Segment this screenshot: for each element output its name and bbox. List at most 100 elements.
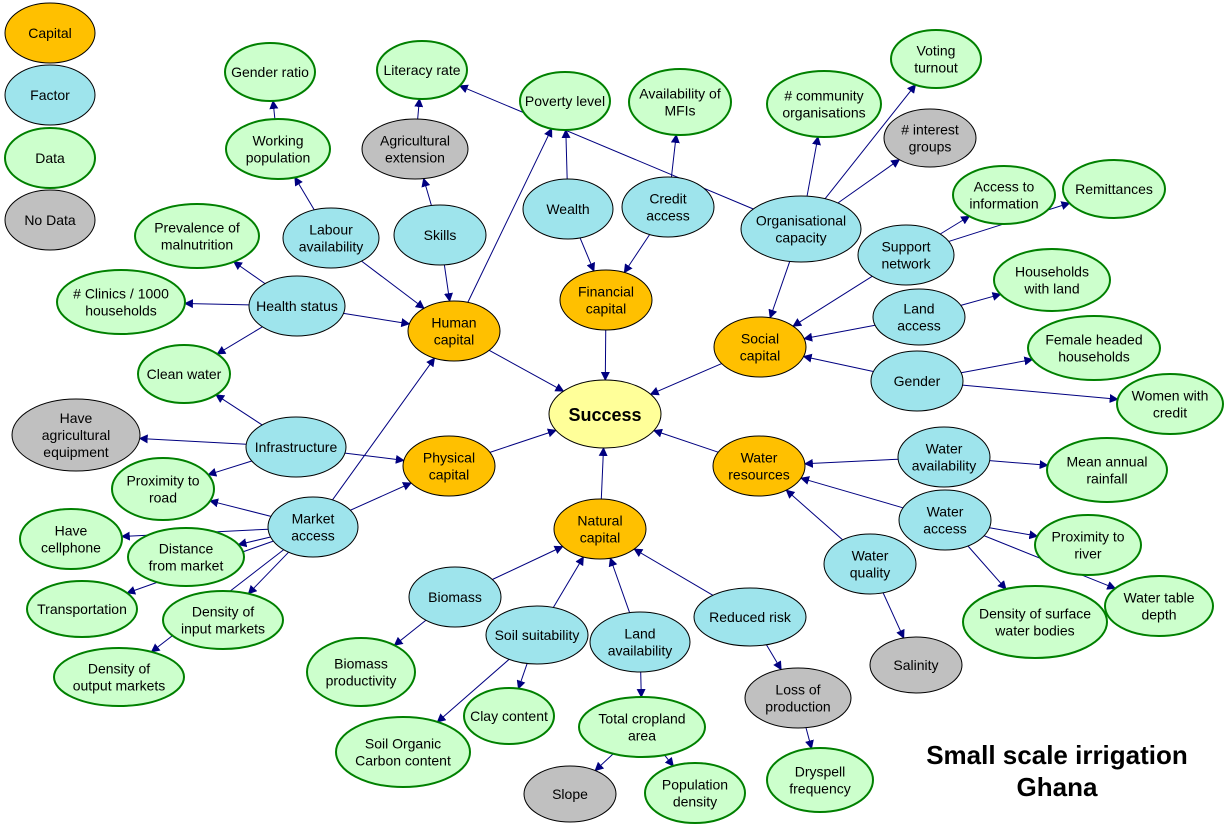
- edge-soil-suit-to-natural: [552, 556, 584, 608]
- node-transport: Transportation: [26, 580, 138, 638]
- node-market-label-line-1: Market: [292, 511, 335, 527]
- node-malnutrition-label-line-2: malnutrition: [161, 237, 233, 253]
- edge-water-to-success: [652, 428, 719, 453]
- node-credit-label-line-1: Credit: [649, 191, 686, 207]
- node-women-credit-shape: [1116, 373, 1224, 435]
- node-surface-water-label-line-1: Density of surface: [979, 606, 1091, 622]
- node-infrastructure: Infrastructure: [245, 416, 347, 478]
- node-skills: Skills: [393, 204, 487, 266]
- node-surface-water-label-line-2: water bodies: [994, 623, 1074, 639]
- node-loss-prod-shape: [744, 667, 852, 729]
- node-soil-suit-shape: [485, 605, 589, 665]
- node-rainfall-label-line-2: rainfall: [1086, 471, 1127, 487]
- node-poverty: Poverty level: [519, 71, 611, 131]
- edge-market-to-physical: [350, 482, 413, 511]
- node-access-info-shape: [952, 165, 1056, 225]
- nodes-layer: SuccessHumancapitalFinancialcapitalSocia…: [11, 29, 1224, 824]
- node-cropland-label-line-1: Total cropland: [598, 711, 685, 727]
- node-success-shape: [548, 379, 662, 449]
- node-health-label-line-1: Health status: [256, 298, 338, 314]
- edge-land-access-to-households-land: [960, 292, 1002, 306]
- node-water-table-label-line-2: depth: [1141, 607, 1176, 623]
- edge-natural-to-success: [598, 446, 608, 500]
- edge-wealth-to-poverty: [561, 128, 571, 180]
- node-soc-label-line-2: Carbon content: [355, 753, 451, 769]
- node-support-label-line-2: network: [881, 256, 931, 272]
- node-reduced-risk: Reduced risk: [693, 587, 807, 647]
- edge-orgcap-to-community: [806, 135, 821, 197]
- node-slope-label-line-1: Slope: [552, 786, 588, 802]
- node-pop-density-label-line-2: density: [673, 794, 717, 810]
- legend-data: Data: [4, 127, 96, 189]
- node-infrastructure-label-line-1: Infrastructure: [255, 439, 338, 455]
- node-land-access-shape: [872, 288, 966, 346]
- node-input-markets-shape: [162, 590, 284, 650]
- edge-gender-to-female-headed: [961, 356, 1034, 374]
- node-soc-shape: [335, 716, 471, 788]
- node-water-table-shape: [1104, 575, 1214, 637]
- node-salinity-label-line-1: Salinity: [893, 657, 938, 673]
- legend-data-label: Data: [35, 150, 65, 166]
- node-labour-label-line-1: Labour: [309, 222, 353, 238]
- node-reduced-risk-label-line-1: Reduced risk: [709, 609, 792, 625]
- node-dryspell-shape: [766, 747, 874, 813]
- node-output-markets-shape: [53, 647, 185, 707]
- node-skills-label-line-1: Skills: [424, 227, 457, 243]
- node-land-avail-label-line-1: Land: [624, 626, 655, 642]
- node-slope: Slope: [523, 765, 617, 823]
- node-skills-shape: [393, 204, 487, 266]
- node-dryspell-label-line-1: Dryspell: [795, 764, 846, 780]
- node-prox-river-label-line-2: river: [1074, 546, 1102, 562]
- node-working-label-line-2: population: [246, 150, 311, 166]
- node-malnutrition-label-line-1: Prevalence of: [154, 220, 240, 236]
- node-land-avail-shape: [589, 611, 691, 673]
- node-mfi-label-line-1: Availability of: [639, 86, 721, 102]
- node-soc-label-line-1: Soil Organic: [365, 736, 441, 752]
- node-wealth-label-line-1: Wealth: [546, 201, 589, 217]
- node-labour-label-line-2: availability: [299, 239, 364, 255]
- edge-water-avail-to-rainfall: [989, 460, 1049, 470]
- node-support-shape: [857, 224, 955, 286]
- node-agext-shape: [361, 118, 469, 180]
- node-water-access-label-line-2: access: [923, 521, 967, 537]
- node-cropland-label-line-2: area: [628, 728, 656, 744]
- edge-market-to-prox-road: [209, 498, 272, 517]
- node-have-equip-label-line-3: equipment: [43, 444, 108, 460]
- node-working-shape: [225, 118, 331, 180]
- node-clean-water-label-line-1: Clean water: [147, 366, 222, 382]
- node-biomass-shape: [408, 566, 502, 628]
- edge-water-avail-to-water: [803, 458, 899, 468]
- node-prox-road-label-line-2: road: [149, 490, 177, 506]
- legend-capital-label: Capital: [28, 25, 72, 41]
- title-line-2: Ghana: [1017, 772, 1098, 802]
- edge-soil-suit-to-soc: [436, 658, 510, 723]
- node-cellphone-label-line-2: cellphone: [41, 540, 101, 556]
- node-health: Health status: [248, 275, 346, 337]
- legend-nodata-swatch: [4, 189, 96, 251]
- node-pop-density-shape: [644, 762, 746, 824]
- node-have-equip-label-line-2: agricultural: [42, 427, 110, 443]
- node-cellphone-shape: [19, 508, 123, 570]
- edge-health-to-clean-water: [216, 326, 263, 355]
- node-prox-river-label-line-1: Proximity to: [1051, 529, 1124, 545]
- node-social-shape: [713, 316, 807, 378]
- node-agext-label-line-2: extension: [385, 150, 445, 166]
- node-interest-label-line-1: # interest: [901, 122, 959, 138]
- node-surface-water-shape: [962, 585, 1108, 659]
- node-gender-label-line-1: Gender: [894, 373, 941, 389]
- node-poverty-label-line-1: Poverty level: [525, 93, 605, 109]
- edge-orgcap-to-voting: [824, 84, 917, 200]
